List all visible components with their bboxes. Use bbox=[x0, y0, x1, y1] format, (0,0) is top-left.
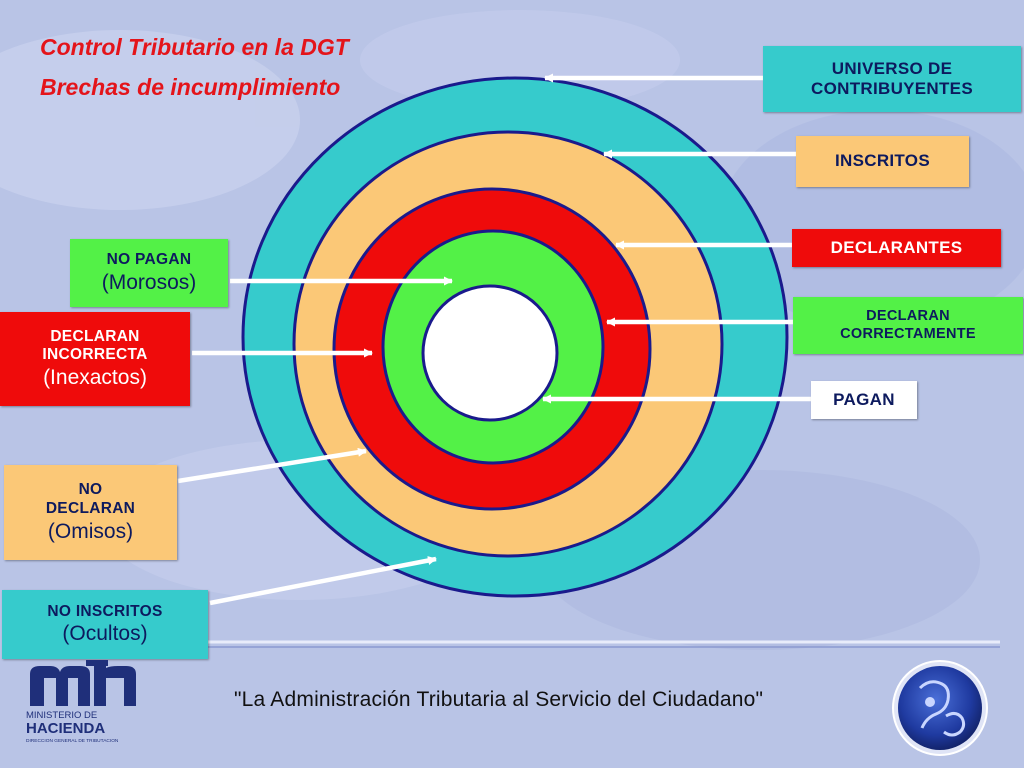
concentric-rings bbox=[241, 76, 789, 598]
label-declaran-correctamente: DECLARAN CORRECTAMENTE bbox=[793, 297, 1023, 354]
logo-line1: MINISTERIO DE bbox=[26, 710, 98, 721]
ministerio-logo: MINISTERIO DE HACIENDA DIRECCION GENERAL… bbox=[26, 660, 156, 752]
label-declaran-correctamente-line2: CORRECTAMENTE bbox=[840, 325, 976, 342]
mh-logo-icon bbox=[30, 660, 136, 706]
label-inscritos: INSCRITOS bbox=[796, 136, 969, 187]
label-declaran-incorrecta: DECLARAN INCORRECTA (Inexactos) bbox=[0, 312, 190, 406]
motto-text: "La Administración Tributaria al Servici… bbox=[234, 688, 764, 711]
title-line2: Brechas de incumplimiento bbox=[40, 74, 341, 100]
label-universo-line2: CONTRIBUYENTES bbox=[811, 79, 973, 98]
label-no-inscritos-line1: NO INSCRITOS bbox=[47, 602, 163, 620]
label-universo: UNIVERSO DE CONTRIBUYENTES bbox=[763, 46, 1021, 112]
label-declaran-incorrecta-line2: INCORRECTA bbox=[42, 346, 148, 364]
title-line1: Control Tributario en la DGT bbox=[40, 34, 349, 60]
label-no-declaran-line3: (Omisos) bbox=[47, 519, 134, 543]
label-no-pagan: NO PAGAN (Morosos) bbox=[70, 239, 228, 307]
label-no-declaran: NO DECLARAN (Omisos) bbox=[4, 465, 177, 560]
ring-pagan bbox=[421, 284, 559, 422]
label-universo-line1: UNIVERSO DE bbox=[831, 58, 953, 78]
label-declaran-correctamente-line1: DECLARAN bbox=[866, 308, 950, 325]
arrows bbox=[177, 73, 812, 606]
label-inscritos-text: INSCRITOS bbox=[835, 151, 930, 171]
label-declarantes-text: DECLARANTES bbox=[830, 237, 963, 257]
logo-line2: HACIENDA bbox=[26, 720, 106, 737]
label-no-declaran-line1: NO bbox=[78, 481, 103, 499]
label-no-inscritos: NO INSCRITOS (Ocultos) bbox=[2, 590, 208, 659]
arrow-no-inscritos bbox=[209, 556, 437, 606]
arrow-no-declaran bbox=[177, 447, 367, 484]
seal-icon bbox=[892, 660, 988, 756]
label-no-inscritos-line2: (Ocultos) bbox=[62, 622, 148, 646]
label-pagan: PAGAN bbox=[811, 381, 917, 419]
label-pagan-text: PAGAN bbox=[833, 389, 895, 409]
label-declaran-incorrecta-line3: (Inexactos) bbox=[43, 366, 147, 389]
label-no-declaran-line2: DECLARAN bbox=[45, 499, 136, 517]
footer-separator bbox=[205, 640, 1000, 648]
label-declaran-incorrecta-line1: DECLARAN bbox=[50, 327, 140, 345]
label-no-pagan-line2: (Morosos) bbox=[101, 270, 197, 294]
logo-line3: DIRECCION GENERAL DE TRIBUTACION bbox=[26, 739, 119, 744]
label-declarantes: DECLARANTES bbox=[792, 229, 1001, 267]
label-no-pagan-line1: NO PAGAN bbox=[106, 251, 192, 269]
